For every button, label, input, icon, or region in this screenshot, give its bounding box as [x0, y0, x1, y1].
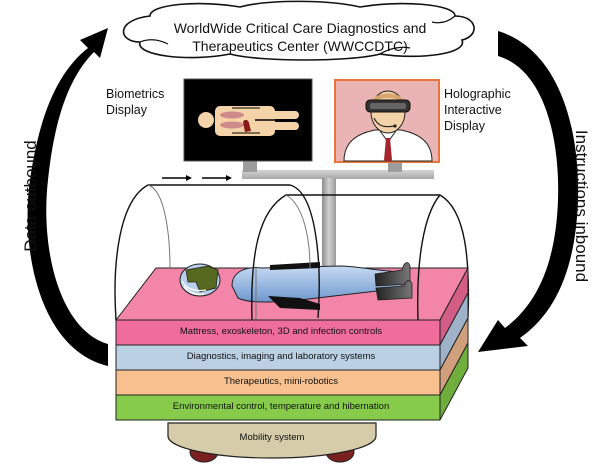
- layer-label-therapeutics: Therapeutics, mini-robotics: [223, 376, 339, 387]
- layer-side-3: [439, 342, 469, 421]
- layer-label-diagnostics: Diagnostics, imaging and laboratory syst…: [186, 351, 376, 362]
- holographic-line1: Holographic: [444, 87, 511, 101]
- layer-stack: [115, 267, 469, 421]
- patient-figure: [179, 262, 413, 310]
- holographic-display: [334, 79, 440, 163]
- doctor-with-headset-icon: [343, 90, 433, 162]
- mobility-label: Mobility system: [239, 432, 305, 443]
- biometrics-monitor: [183, 78, 313, 162]
- instructions-inbound-label: Instructions inbound: [572, 129, 591, 283]
- body-silhouette-icon: [198, 106, 299, 136]
- center-title-line1: WorldWide Critical Care Diagnostics and: [173, 20, 427, 36]
- biometrics-line1: Biometrics: [106, 87, 165, 101]
- holographic-line2: Interactive: [444, 103, 502, 117]
- display-stand: [242, 160, 434, 266]
- layer-label-mattress: Mattress, exoskeleton, 3D and infection …: [179, 326, 383, 337]
- center-title-line2: Therapeutics Center (WWCCDTC): [192, 38, 408, 54]
- biometrics-display-label: Biometrics Display: [106, 86, 164, 118]
- movement-arrows: [162, 175, 232, 181]
- canopy: [114, 184, 470, 321]
- layer-label-environmental: Environmental control, temperature and h…: [172, 401, 390, 412]
- holographic-display-label: Holographic Interactive Display: [444, 86, 511, 134]
- holographic-line3: Display: [444, 119, 485, 133]
- mobility-base: [167, 422, 377, 463]
- cloud-shape: [122, 0, 475, 61]
- biometrics-line2: Display: [106, 103, 147, 117]
- data-outbound-arrow: [27, 28, 108, 366]
- layer-front-1: [115, 344, 441, 371]
- layer-front-0: [115, 319, 441, 346]
- instructions-inbound-arrow: [478, 31, 579, 352]
- patient-head-icon: [179, 263, 221, 297]
- center-title: WorldWide Critical Care Diagnostics and …: [150, 19, 450, 55]
- data-outbound-label: Data outbound: [21, 140, 40, 252]
